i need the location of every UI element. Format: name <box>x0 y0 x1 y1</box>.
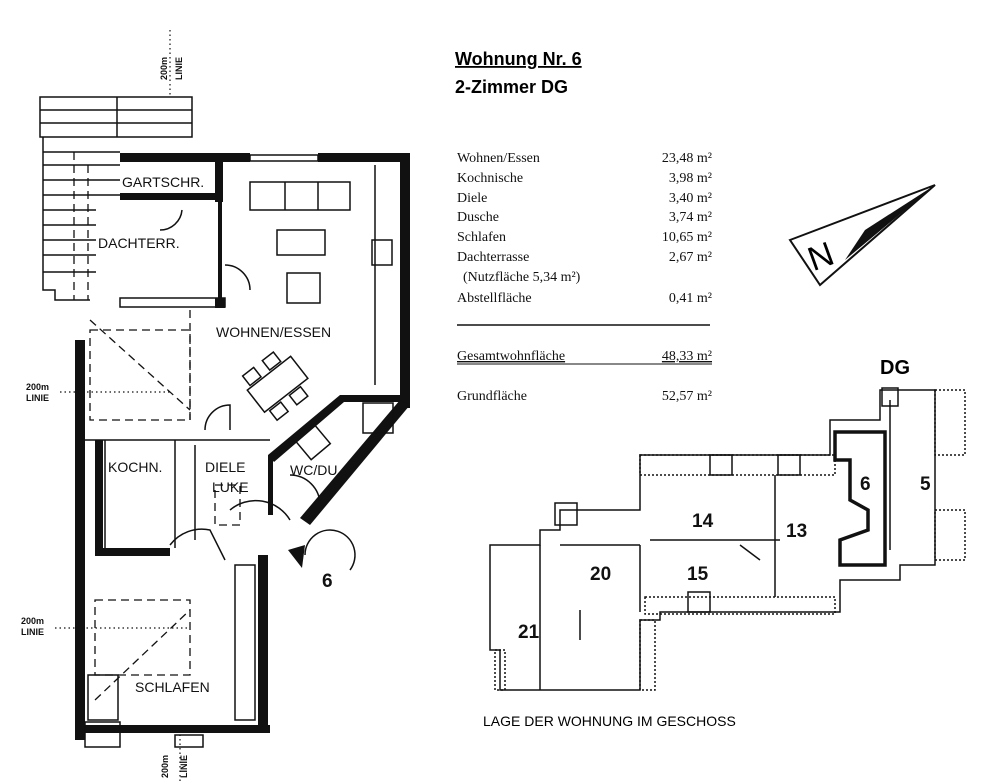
room-label-wc: WC/DU. <box>290 462 341 478</box>
area-value: 23,48 m² <box>662 151 712 166</box>
area-label: Dusche <box>457 210 499 225</box>
unit-label: 21 <box>518 622 540 643</box>
area-label: Wohnen/Essen <box>457 151 540 166</box>
room-label-diele: DIELE <box>205 459 245 475</box>
site-caption: LAGE DER WOHNUNG IM GESCHOSS <box>483 713 736 729</box>
unit-label: 13 <box>786 521 807 542</box>
highlighted-unit-6 <box>833 430 887 567</box>
area-value: 3,74 m² <box>669 210 712 225</box>
entrance-circle <box>304 529 356 571</box>
north-letter: N <box>803 235 839 279</box>
line-label-value: 200m <box>26 382 49 392</box>
area-label: Schlafen <box>457 230 506 245</box>
area-value: 2,67 m² <box>669 250 712 265</box>
line-label-word: LINIE <box>179 755 189 778</box>
total-value: 48,33 m² <box>662 349 712 364</box>
line-label-value: 200m <box>159 57 169 80</box>
north-arrow-icon: N <box>788 184 936 287</box>
area-table: Wohnen/Essen 23,48 m² Kochnische 3,98 m²… <box>457 151 712 404</box>
floor-label: DG <box>880 357 910 379</box>
area-value: 0,41 m² <box>669 291 712 306</box>
unit-label: 5 <box>920 474 931 495</box>
area-label: Dachterrasse <box>457 250 529 265</box>
line-label-word: LINIE <box>174 57 184 80</box>
unit-label: 15 <box>687 564 709 585</box>
area-value: 3,40 m² <box>669 191 712 206</box>
line-label-word: LINIE <box>26 393 49 403</box>
area-label: Kochnische <box>457 171 523 186</box>
apartment-title: Wohnung Nr. 6 <box>455 49 582 69</box>
total-label: Gesamtwohnfläche <box>457 349 565 364</box>
base-label: Grundfläche <box>457 389 527 404</box>
line-label-value: 200m <box>21 616 44 626</box>
roof-steps <box>39 96 193 301</box>
area-label: Abstellfläche <box>457 291 532 306</box>
room-label-gartschr: GARTSCHR. <box>122 174 204 190</box>
room-label-luke: LUKE <box>212 479 249 495</box>
entrance-number: 6 <box>322 571 333 592</box>
area-value: 10,65 m² <box>662 230 712 245</box>
room-label-kochn: KOCHN. <box>108 459 162 475</box>
entrance-arrow-icon <box>288 545 305 568</box>
base-value: 52,57 m² <box>662 389 712 404</box>
area-note: (Nutzfläche 5,34 m²) <box>463 270 581 285</box>
unit-label: 14 <box>692 511 714 532</box>
line-label-word: LINIE <box>21 627 44 637</box>
unit-label: 20 <box>590 564 611 585</box>
room-label-schlafen: SCHLAFEN <box>135 679 210 695</box>
apartment-subtitle: 2-Zimmer DG <box>455 77 568 97</box>
room-label-wohnen: WOHNEN/ESSEN <box>216 324 331 340</box>
line-label-value: 200m <box>160 755 170 778</box>
site-plan: DG 21 20 14 15 13 6 5 LAGE DER WOHNUNG I… <box>483 357 966 729</box>
unit-label: 6 <box>860 474 871 495</box>
room-label-dachterr: DACHTERR. <box>98 235 180 251</box>
area-label: Diele <box>457 191 487 206</box>
floor-plan: GARTSCHR. DACHTERR. WOHNEN/ESSEN KOCHN. … <box>21 30 410 784</box>
area-value: 3,98 m² <box>669 171 712 186</box>
